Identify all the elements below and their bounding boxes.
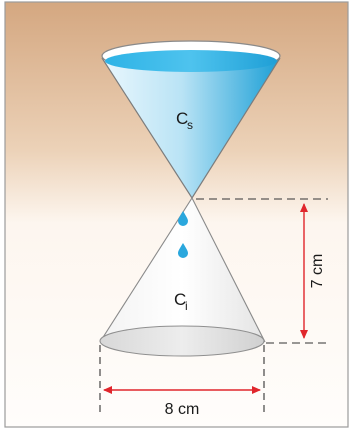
upper-cone-water [102, 58, 280, 198]
upper-cone-subscript: s [187, 118, 193, 132]
lower-cone-base [99, 325, 265, 357]
lower-cone-subscript: i [185, 299, 188, 313]
water-droplet-upper [178, 211, 188, 226]
water-droplet-lower [178, 243, 188, 258]
upper-cone-label: C [176, 109, 188, 128]
upper-cone [101, 40, 281, 200]
lower-cone-body [100, 198, 265, 342]
lower-cone [99, 196, 266, 357]
lower-cone-outline [99, 196, 266, 343]
diameter-dimension-label: 8 cm [165, 401, 200, 418]
water-surface [105, 50, 277, 72]
lower-cone-label: C [174, 290, 186, 309]
height-dimension-label: 7 cm [309, 254, 326, 289]
